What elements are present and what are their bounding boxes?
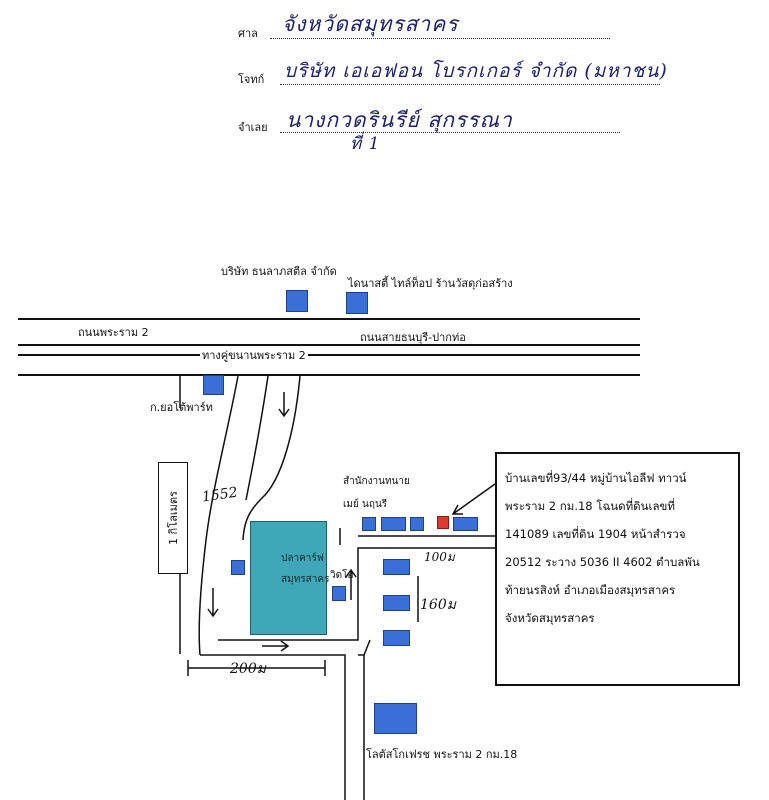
road-line-4 <box>18 374 640 376</box>
dim-200 <box>187 660 326 676</box>
company-label: บริษัท ธนลาภสตีล จำกัด <box>221 265 337 278</box>
defendant-dotline <box>280 132 620 133</box>
arrow-down-1 <box>278 392 290 418</box>
lane-joint <box>363 639 371 656</box>
law-office-label-2: เมย์ นฤนรี <box>343 499 388 510</box>
road-rama2-label: ถนนพระราม 2 <box>78 326 149 339</box>
distance-200: 200ม <box>230 661 266 677</box>
court-label: ศาล <box>238 27 258 40</box>
row-building-4 <box>453 517 478 531</box>
arrow-right <box>262 640 290 652</box>
lane-bottom-left <box>200 654 346 800</box>
soi-right-edge <box>242 375 301 541</box>
target-house <box>437 516 449 529</box>
arrow-down-2 <box>207 588 219 618</box>
shop-label: ไดนาสตี้ ไทล์ท็อป ร้านวัสดุก่อสร้าง <box>348 277 513 290</box>
road-line-3 <box>18 354 640 356</box>
lane-bottom-right <box>358 654 365 800</box>
autopart-label: ก.ยอโต้พาร์ท <box>150 401 213 414</box>
plaza-label-1: ปลาคาร์ฟ <box>281 553 324 564</box>
court-dotline <box>270 38 610 39</box>
pointer-arrow <box>451 483 496 515</box>
company-building <box>286 290 308 312</box>
road-thonburi-label: ถนนสายธนบุรี-ปากท่อ <box>360 331 466 344</box>
lane-building-2 <box>383 595 410 611</box>
plaintiff-label: โจทก์ <box>238 73 265 86</box>
parallel-road-label: ทางคู่ขนานพระราม 2 <box>200 349 308 362</box>
address-info-box: บ้านเลขที่93/44 หมู่บ้านไอลีฟ ทาวน์ พระร… <box>495 452 740 686</box>
info-line-6: จังหวัดสมุทรสาคร <box>505 611 595 625</box>
info-line-2: พระราม 2 กม.18 โฉนดที่ดินเลขที่ <box>505 499 675 513</box>
info-line-1: บ้านเลขที่93/44 หมู่บ้านไอลีฟ ทาวน์ <box>505 471 687 485</box>
shop-building <box>346 292 368 314</box>
distance-100: 100ม <box>424 550 455 564</box>
lotus-label: โลตัสโกเฟรช พระราม 2 กม.18 <box>366 748 518 761</box>
row-building-3 <box>410 517 424 531</box>
lotus-building <box>374 703 417 734</box>
lane-inner <box>218 547 495 641</box>
row-building-2 <box>381 517 406 531</box>
plaintiff-handwriting: บริษัท เอเอฟอน โบรกเกอร์ จำกัด (มหาชน) <box>284 60 668 82</box>
info-line-4: 20512 ระวาง 5036 II 4602 ตำบลพัน <box>505 555 700 569</box>
defendant-label: จำเลย <box>238 121 268 134</box>
defendant-handwriting: นางกวดรินรีย์ สุกรรณา <box>286 108 513 132</box>
soi-mid-edge <box>245 375 269 501</box>
video-label: วิดโอ <box>330 570 354 581</box>
lane-building-3 <box>383 630 410 646</box>
law-office-label-1: สำนักงานทนาย <box>343 476 410 487</box>
plaza-building: ปลาคาร์ฟ สมุทรสาคร <box>250 521 330 635</box>
autopart-building <box>203 375 224 395</box>
road-line-1 <box>18 318 640 320</box>
distance-160: 160ม <box>420 597 456 613</box>
one-km-box: 1 กิโลเมตร <box>158 462 188 574</box>
plaintiff-dotline <box>280 84 660 85</box>
defendant-handwriting-2: ที่ 1 <box>350 134 381 154</box>
road-line-2 <box>18 344 640 346</box>
plaza-label-2: สมุทรสาคร <box>281 574 330 585</box>
small-building-left <box>231 560 245 575</box>
court-handwriting: จังหวัดสมุทรสาคร <box>282 12 459 36</box>
video-building <box>332 586 346 601</box>
row-building-1 <box>362 517 376 531</box>
lane-building-1 <box>383 559 410 575</box>
info-line-5: ท้ายนรสิงห์ อำเภอเมืองสมุทรสาคร <box>505 583 676 597</box>
arrow-up <box>345 568 357 600</box>
one-km-label: 1 กิโลเมตร <box>167 491 180 545</box>
info-line-3: 141089 เลขที่ดิน 1904 หน้าสำรวจ <box>505 527 686 541</box>
soi-left-edge <box>198 375 239 656</box>
